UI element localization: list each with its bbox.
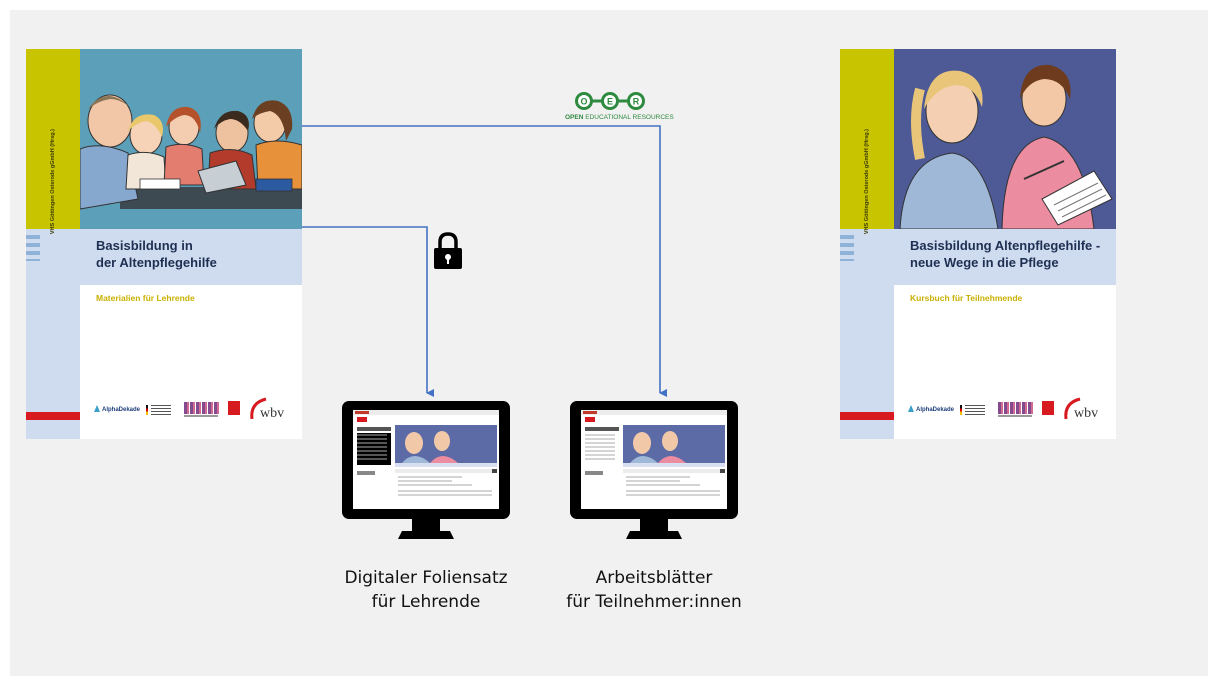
cover-spine-stripes [26, 235, 40, 261]
monitor-arbeitsblaetter [570, 401, 738, 546]
kirchner-logo-underline [184, 415, 218, 417]
caption-line: für Lehrende [371, 592, 481, 612]
red-square-logo [1042, 401, 1054, 415]
alphadekade-logo: AlphaDekade [908, 405, 954, 413]
cover-white-area: Kursbuch für Teilnehmende AlphaDekade wb… [894, 285, 1116, 439]
connector-lehrende-to-foliensatz [302, 226, 434, 397]
bmbf-logo [146, 399, 172, 419]
oer-logo: O E R OPEN EDUCATIONAL RESOURCES [565, 90, 674, 124]
book-cover-lehrende: VHS Göttingen Osterode gGmbH (Hrsg.) [26, 49, 302, 439]
cover-white-area: Materialien für Lehrende AlphaDekade wbv [80, 285, 302, 439]
cover-title-line: der Altenpflegehilfe [96, 255, 217, 270]
cover-spine-red-band [840, 412, 894, 420]
cover-title-band: Basisbildung in der Altenpflegehilfe [80, 229, 302, 285]
kirchner-logo-underline [998, 415, 1032, 417]
caption-line: Arbeitsblätter [595, 568, 713, 588]
caption-arbeitsblaetter: Arbeitsblätter für Teilnehmer:innen [534, 566, 774, 614]
cover-spine-blue [26, 229, 80, 439]
publisher-logos: AlphaDekade wbv [908, 397, 1108, 421]
group-learning-illustration [80, 49, 302, 229]
connector-lehrende-to-arbeitsblaetter [302, 125, 667, 397]
wbv-logo: wbv [248, 397, 292, 421]
caption-line: für Teilnehmer:innen [566, 592, 742, 612]
publisher-logos: AlphaDekade wbv [94, 397, 294, 421]
caption-line: Digitaler Foliensatz [344, 568, 508, 588]
svg-text:wbv: wbv [260, 406, 284, 421]
cover-spine-yellow [840, 49, 894, 259]
cover-title-band: Basisbildung Altenpflegehilfe - neue Weg… [894, 229, 1116, 285]
cover-spine-yellow [26, 49, 80, 259]
caption-foliensatz: Digitaler Foliensatz für Lehrende [306, 566, 546, 614]
cover-title-line: Basisbildung in [96, 238, 193, 253]
wbv-logo: wbv [1062, 397, 1106, 421]
cover-title-line: Basisbildung Altenpflegehilfe - [910, 238, 1101, 253]
red-square-logo [228, 401, 240, 415]
oer-letter: R [633, 97, 640, 107]
bmbf-logo [960, 399, 986, 419]
alphadekade-logo: AlphaDekade [94, 405, 140, 413]
lock-icon [434, 232, 462, 269]
monitor-icon [570, 401, 738, 539]
oer-letter: E [607, 97, 613, 107]
kirchner-logo [998, 402, 1034, 414]
cover-spine-blue [840, 229, 894, 439]
book-cover-teilnehmende: VHS Göttingen Osterode gGmbH (Hrsg.) Bas… [840, 49, 1116, 439]
cover-subtitle: Kursbuch für Teilnehmende [910, 293, 1023, 303]
oer-circles: O E R [575, 92, 645, 110]
oer-letter: O [580, 97, 587, 107]
cover-subtitle: Materialien für Lehrende [96, 293, 195, 303]
cover-spine-red-band [26, 412, 80, 420]
cover-spine-stripes [840, 235, 854, 261]
cover-title-line: neue Wege in die Pflege [910, 255, 1059, 270]
svg-text:wbv: wbv [1074, 406, 1098, 421]
nurse-and-caregiver-illustration [894, 49, 1116, 229]
oer-label: OPEN EDUCATIONAL RESOURCES [565, 114, 674, 121]
monitor-icon [342, 401, 510, 539]
kirchner-logo [184, 402, 220, 414]
monitor-foliensatz [342, 401, 510, 546]
